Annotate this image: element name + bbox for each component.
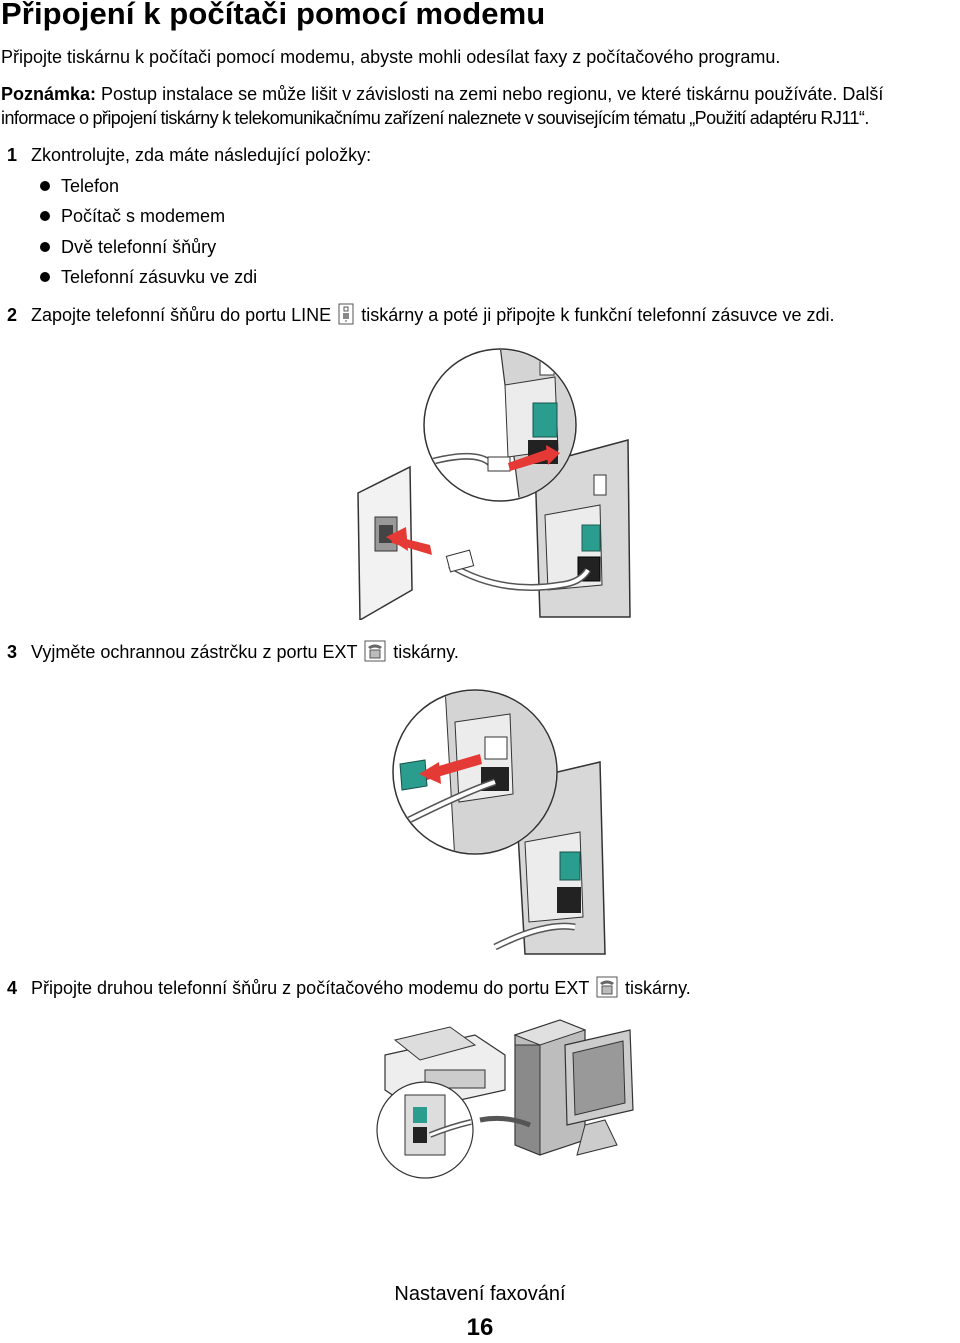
step-number: 4 (7, 978, 18, 998)
step-number: 3 (7, 642, 18, 662)
step-number: 1 (7, 145, 18, 165)
note-line1: Postup instalace se může lišit v závislo… (96, 84, 884, 104)
list-item-label: Telefon (61, 176, 120, 196)
step-text: Zkontrolujte, zda máte následující polož… (31, 145, 372, 165)
list-item: Telefon (40, 174, 119, 198)
line-port-icon (338, 303, 354, 325)
list-item-label: Telefonní zásuvku ve zdi (61, 267, 258, 287)
intro-paragraph: Připojte tiskárnu k počítači pomocí mode… (1, 47, 781, 67)
computer-modem-connection-illustration (376, 1019, 634, 1179)
note-paragraph: Poznámka: Postup instalace se může lišit… (1, 82, 953, 130)
printer-wall-jack-connection-illustration (357, 348, 631, 620)
footer-section-title: Nastavení faxování (394, 1283, 566, 1305)
remove-ext-plug-illustration (392, 689, 606, 955)
bullet-icon (40, 181, 50, 191)
step-text-after: tiskárny. (393, 642, 459, 662)
ext-port-icon (364, 640, 386, 662)
bullet-icon (40, 242, 50, 252)
step-4: 4 Připojte druhou telefonní šňůru z počít… (7, 976, 691, 1000)
list-item-label: Počítač s modemem (61, 206, 226, 226)
step-text-before: Zapojte telefonní šňůru do portu LINE (31, 305, 332, 325)
bullet-icon (40, 272, 50, 282)
list-item: Telefonní zásuvku ve zdi (40, 265, 257, 289)
step-text-before: Vyjměte ochrannou zástrčku z portu EXT (31, 642, 358, 662)
note-line2: informace o připojení tiskárny k telekom… (1, 108, 869, 128)
bullet-icon (40, 211, 50, 221)
page-title: Připojení k počítači pomocí modemu (1, 0, 546, 31)
list-item: Dvě telefonní šňůry (40, 235, 216, 259)
ext-port-icon (596, 976, 618, 998)
step-2: 2 Zapojte telefonní šňůru do portu LINE t… (7, 303, 834, 327)
step-number: 2 (7, 305, 18, 325)
list-item-label: Dvě telefonní šňůry (61, 237, 217, 257)
step-text-before: Připojte druhou telefonní šňůru z počíta… (31, 978, 590, 998)
page-number: 16 (466, 1314, 494, 1341)
step-text-after: tiskárny a poté ji připojte k funkční te… (361, 305, 835, 325)
list-item: Počítač s modemem (40, 204, 225, 228)
step-1: 1 Zkontrolujte, zda máte následující polo… (7, 143, 371, 167)
note-label: Poznámka: (1, 84, 97, 104)
step-text-after: tiskárny. (625, 978, 691, 998)
